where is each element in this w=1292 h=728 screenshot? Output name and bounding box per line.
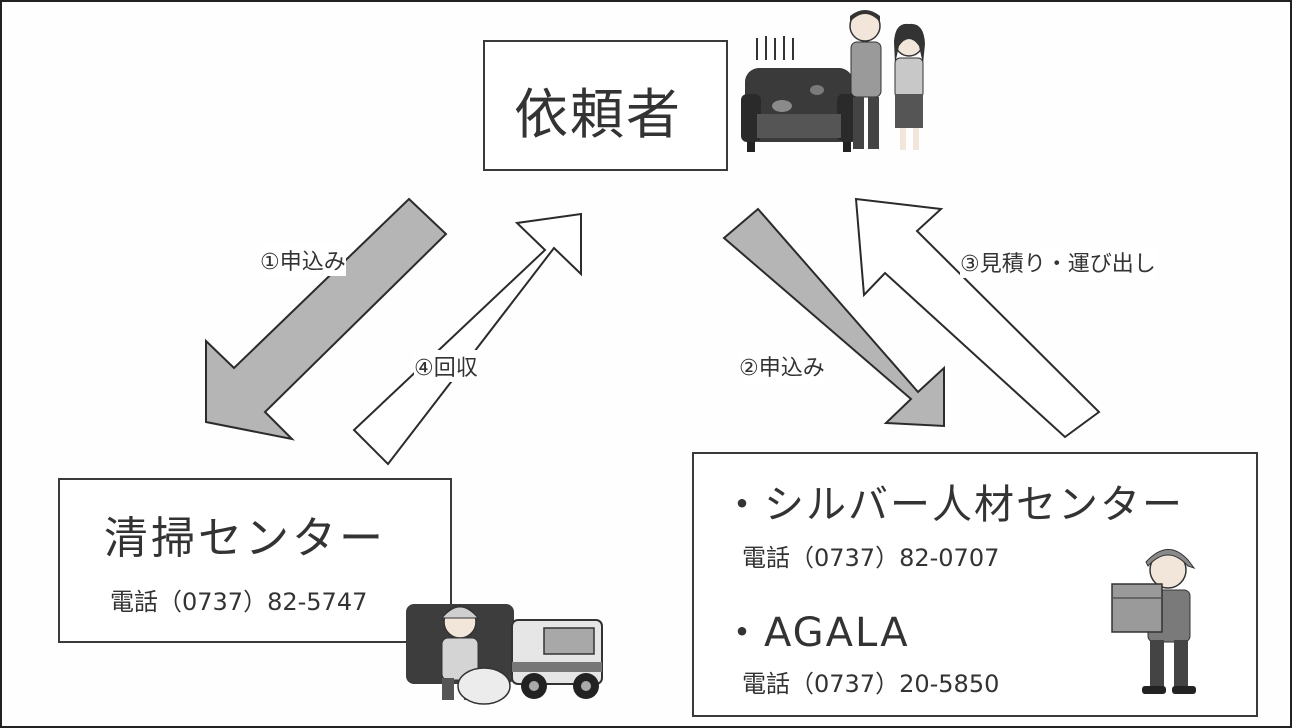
agala-phone: 電話（0737）20-5850 [742, 670, 1000, 698]
cleaning-center-phone: 電話（0737）82-5747 [110, 588, 368, 616]
garbage-truck-illustration [406, 604, 603, 705]
silver-center-name: ・シルバー人材センター [722, 482, 1184, 528]
arrow-step1-gray [205, 197, 448, 441]
garbage-bag-icon [457, 667, 511, 705]
agala-name: ・AGALA [722, 610, 910, 656]
cardboard-box-icon [1111, 583, 1163, 633]
arrow-step4-white [352, 212, 582, 466]
silver-center-phone: 電話（0737）82-0707 [742, 544, 1000, 572]
requester-title: 依頼者 [514, 83, 682, 146]
requester-box [483, 40, 728, 171]
label-step1: ①申込み [260, 244, 346, 276]
man-icon [849, 10, 882, 149]
label-step2: ②申込み [739, 350, 825, 382]
mover-illustration [1111, 549, 1196, 694]
arrow-step2-gray [722, 207, 945, 428]
cleaning-center-box [58, 478, 452, 643]
cleaning-center-title: 清掃センター [104, 513, 386, 564]
smell-lines-icon [756, 36, 794, 60]
label-step4: ④回収 [414, 350, 478, 382]
arrow-step3-white [854, 197, 1101, 439]
sofa-icon [741, 68, 857, 152]
sofa-couple-illustration [741, 10, 925, 152]
woman-icon [894, 23, 925, 150]
label-step3: ③見積り・運び出し [960, 246, 1156, 278]
